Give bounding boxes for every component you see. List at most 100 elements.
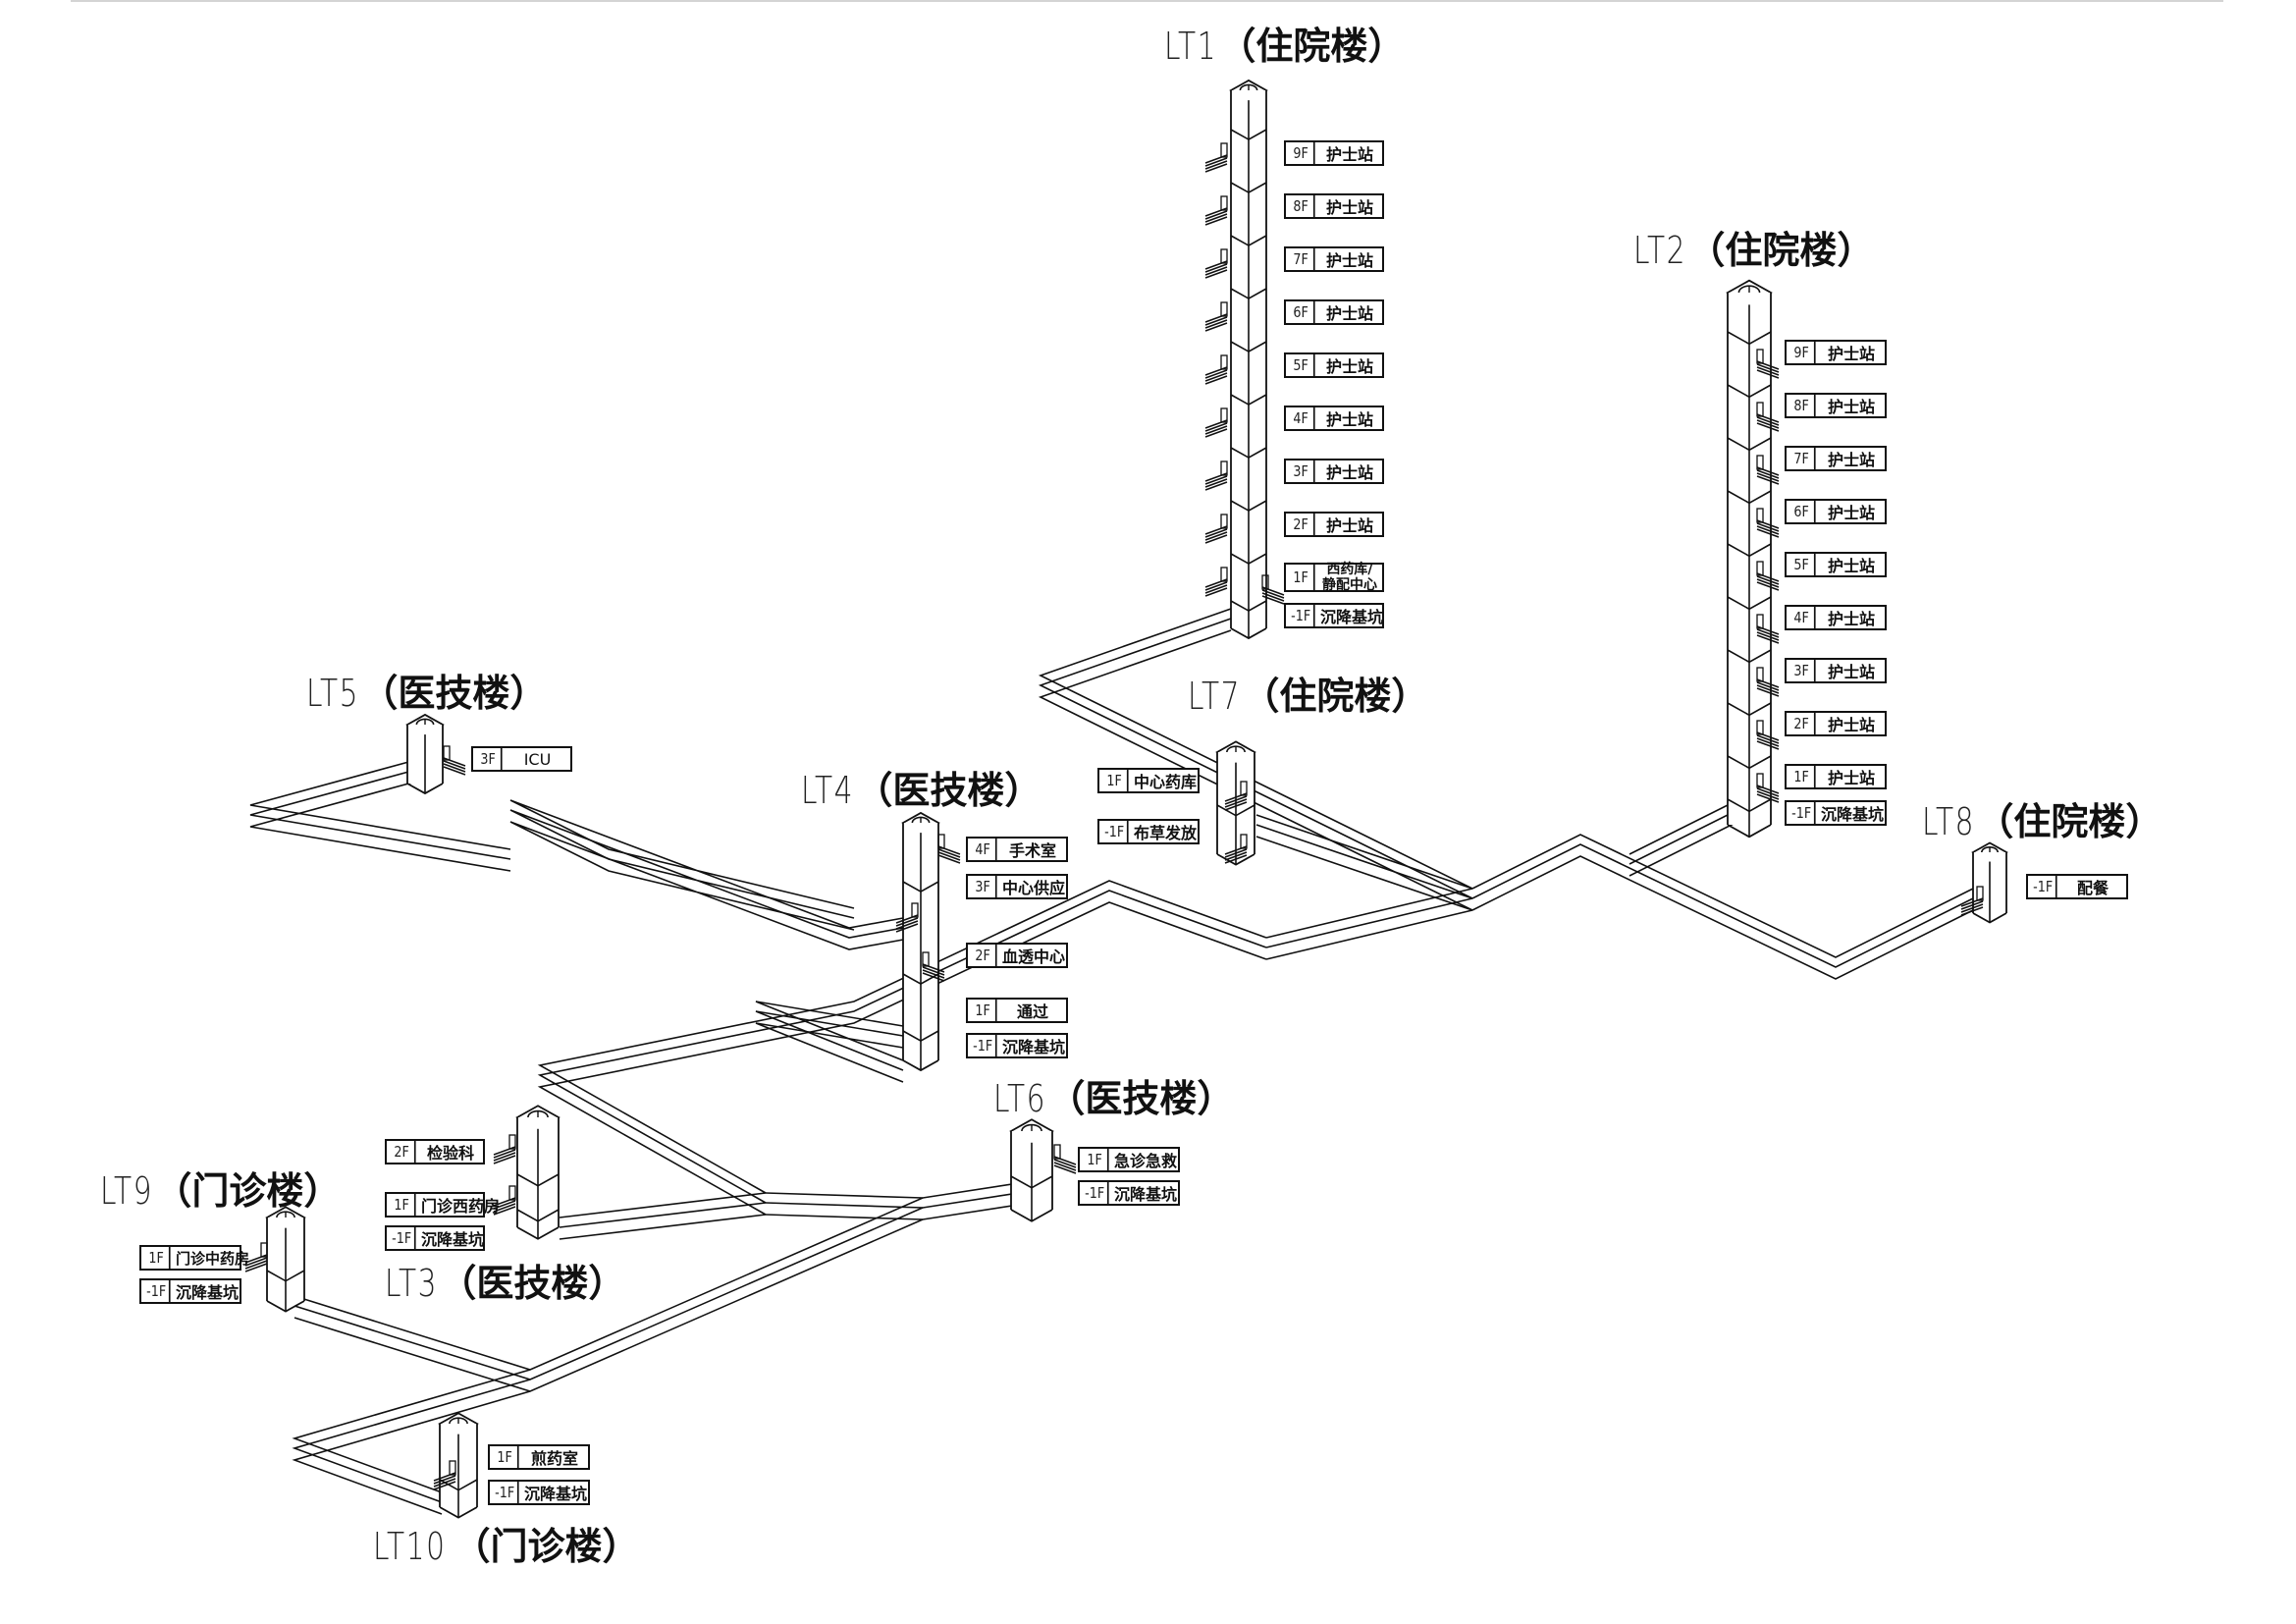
pipe-branch-lt2 — [1629, 799, 1738, 877]
receiver-hatch — [433, 1481, 456, 1490]
floor-station-name: 护士站 — [1827, 398, 1875, 416]
floor-station-name: 沉降基坑 — [1002, 1038, 1066, 1056]
pipe-trunk-lt4-line — [537, 880, 1267, 1194]
receiver-backplate — [1240, 781, 1248, 796]
station-building: （医技楼） — [360, 672, 548, 715]
floor-station-name: 沉降基坑 — [176, 1283, 240, 1302]
receiver-icon-lt1-4 — [1204, 354, 1228, 385]
floor-divider — [1230, 500, 1267, 512]
receiver-backplate — [1220, 514, 1228, 529]
floor-station-name: 护士站 — [1827, 504, 1875, 522]
receiver-hatch — [1204, 534, 1228, 544]
floor-divider — [1727, 490, 1772, 505]
receiver-hatch — [443, 763, 466, 773]
floor-number: 1F — [492, 1446, 519, 1468]
pipe-trunk-lt4-line — [537, 890, 1267, 1204]
floor-number: 7F — [1288, 248, 1315, 270]
floor-station-name: 通过 — [1016, 1002, 1048, 1021]
pipe-lt1-to-lt7-line — [1038, 618, 1473, 899]
receiver-icon-lt7-1f — [1224, 781, 1248, 811]
receiver-hatch — [1756, 360, 1780, 370]
receiver-icon-lt2-8 — [1756, 773, 1780, 803]
floor-divider — [1230, 182, 1267, 193]
shaft-lt1 — [1229, 79, 1268, 640]
floor-station-name: 沉降基坑 — [524, 1485, 588, 1503]
floor-divider — [1727, 384, 1772, 399]
receiver-hatch — [1204, 428, 1228, 438]
pipe-to-lt5-line — [249, 782, 511, 872]
station-code: LT6 — [993, 1077, 1047, 1120]
receiver-backplate — [1220, 301, 1228, 317]
shaft-lt6 — [1009, 1118, 1054, 1222]
receiver-hatch — [1756, 413, 1780, 423]
receiver-icon-lt2-1 — [1756, 402, 1780, 432]
shaft-bottom — [902, 1059, 939, 1072]
receiver-hatch — [1756, 787, 1780, 797]
floor-number: 6F — [1789, 501, 1816, 522]
station-building: （门诊楼） — [154, 1169, 342, 1213]
receiver-hatch — [1204, 419, 1228, 429]
floor-divider — [902, 1030, 939, 1042]
receiver-hatch — [895, 920, 919, 930]
floor-station-name: 护士站 — [1325, 251, 1373, 270]
receiver-hatch — [922, 969, 945, 979]
receiver-hatch — [1960, 903, 1984, 913]
receiver-hatch — [1756, 731, 1780, 741]
receiver-backplate — [508, 1134, 516, 1150]
floor-divider — [1727, 543, 1772, 558]
pipe-to-lt5 — [249, 760, 511, 872]
floor-divider — [1727, 755, 1772, 770]
pipe-branch-lt2-line — [1629, 799, 1738, 855]
receiver-hatch — [493, 1197, 516, 1207]
pipe-mid-upper — [1265, 888, 1473, 960]
floor-number: 5F — [1288, 354, 1315, 376]
floor-number: 3F — [475, 748, 503, 770]
floor-station-name: 护士站 — [1325, 516, 1373, 535]
shaft-bottom — [439, 1506, 478, 1519]
station-building: （医技楼） — [439, 1262, 626, 1305]
receiver-hatch — [1204, 581, 1228, 591]
receiver-hatch — [1204, 369, 1228, 379]
receiver-hatch — [1204, 525, 1228, 535]
pipe-mid-upper-line — [1265, 897, 1473, 948]
receiver-hatch — [1756, 416, 1780, 426]
station-code: LT3 — [385, 1262, 439, 1305]
pipe-branch-lt7-line — [1255, 824, 1473, 899]
receiver-backplate — [260, 1242, 268, 1258]
floor-station-name-line1: 西药库/ — [1326, 561, 1373, 577]
receiver-hatch — [1224, 848, 1248, 858]
receiver-icon-lt4-3f — [895, 902, 919, 933]
floor-divider — [1010, 1175, 1053, 1189]
receiver-hatch — [433, 1475, 456, 1485]
receiver-hatch — [1053, 1159, 1077, 1168]
receiver-hatch — [1204, 216, 1228, 226]
station-building: （医技楼） — [1047, 1077, 1235, 1120]
station-code: LT10 — [373, 1525, 447, 1568]
receiver-hatch — [922, 966, 945, 976]
receiver-hatch — [1756, 519, 1780, 529]
station-code: LT9 — [100, 1169, 154, 1213]
pipe-to-lt8-line — [1471, 834, 1974, 958]
receiver-hatch — [937, 854, 961, 864]
receiver-hatch — [1756, 681, 1780, 691]
receiver-backplate — [1756, 773, 1764, 788]
floor-station-name: 护士站 — [1827, 345, 1875, 363]
floor-number: 5F — [1789, 554, 1816, 575]
pipe-to-lt5-line — [249, 770, 511, 860]
pipe-branch-lt4-lower-line — [755, 1022, 904, 1083]
floor-number: 1F — [970, 1000, 997, 1021]
station-building: （住院楼） — [1976, 800, 2163, 843]
floor-divider — [1727, 596, 1772, 611]
shaft-lt5 — [405, 713, 445, 795]
